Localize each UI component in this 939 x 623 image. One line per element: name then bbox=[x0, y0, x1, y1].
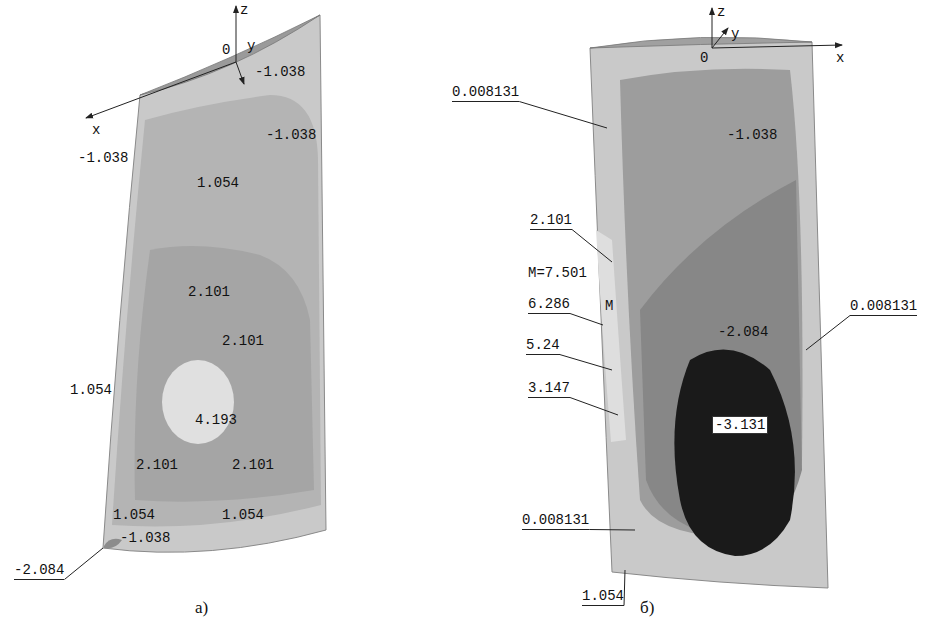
contour-value: 6.286 bbox=[528, 296, 570, 314]
contour-value: 1.054 bbox=[197, 175, 239, 191]
contour-value: 0.008131 bbox=[850, 298, 917, 316]
axis-label: y bbox=[247, 38, 255, 54]
contour-value: -2.084 bbox=[14, 562, 64, 580]
contour-value: 1.054 bbox=[70, 382, 112, 398]
leader-line bbox=[570, 314, 603, 326]
contour-value: -1.038 bbox=[78, 150, 128, 166]
contour-value: M=7.501 bbox=[528, 265, 587, 281]
axis-label: 0 bbox=[700, 50, 708, 66]
contour-value: 2.101 bbox=[530, 212, 572, 230]
contour-value: -1.038 bbox=[266, 127, 316, 143]
leader-line bbox=[64, 548, 103, 580]
contour-value: -2.084 bbox=[718, 324, 768, 340]
contour-value: -1.038 bbox=[727, 127, 777, 143]
panel-caption: б) bbox=[640, 598, 654, 618]
contour-value: 4.193 bbox=[195, 412, 237, 428]
axis-label: x bbox=[836, 50, 844, 66]
leader-line bbox=[589, 529, 635, 531]
contour-value: M bbox=[605, 298, 613, 314]
contour-value: 1.054 bbox=[113, 507, 155, 523]
contour-value: -1.038 bbox=[120, 530, 170, 546]
axis-label: x bbox=[92, 122, 100, 138]
contour-value: 0.008131 bbox=[522, 512, 589, 530]
contour-value: 1.054 bbox=[582, 588, 624, 606]
contour-value: 1.054 bbox=[222, 507, 264, 523]
axis-label: z bbox=[717, 4, 725, 20]
contour-value: 5.24 bbox=[526, 337, 560, 355]
contour-value: 2.101 bbox=[136, 457, 178, 473]
contour-value: 2.101 bbox=[222, 333, 264, 349]
axis-label: 0 bbox=[222, 42, 230, 58]
contour-value: 2.101 bbox=[232, 457, 274, 473]
axis-label: y bbox=[731, 26, 739, 42]
contour-value: 2.101 bbox=[188, 284, 230, 300]
leader-line bbox=[572, 230, 612, 263]
panel-caption: а) bbox=[195, 598, 208, 618]
contour-value: -1.038 bbox=[255, 64, 305, 80]
leader-line bbox=[570, 398, 618, 416]
leader-line bbox=[806, 316, 850, 351]
leader-line bbox=[560, 355, 612, 371]
contour-value: 0.008131 bbox=[452, 84, 519, 102]
contour-value: 3.147 bbox=[528, 380, 570, 398]
leader-line bbox=[519, 102, 607, 129]
axis-label: z bbox=[240, 2, 248, 18]
contour-value: -3.131 bbox=[712, 416, 768, 434]
